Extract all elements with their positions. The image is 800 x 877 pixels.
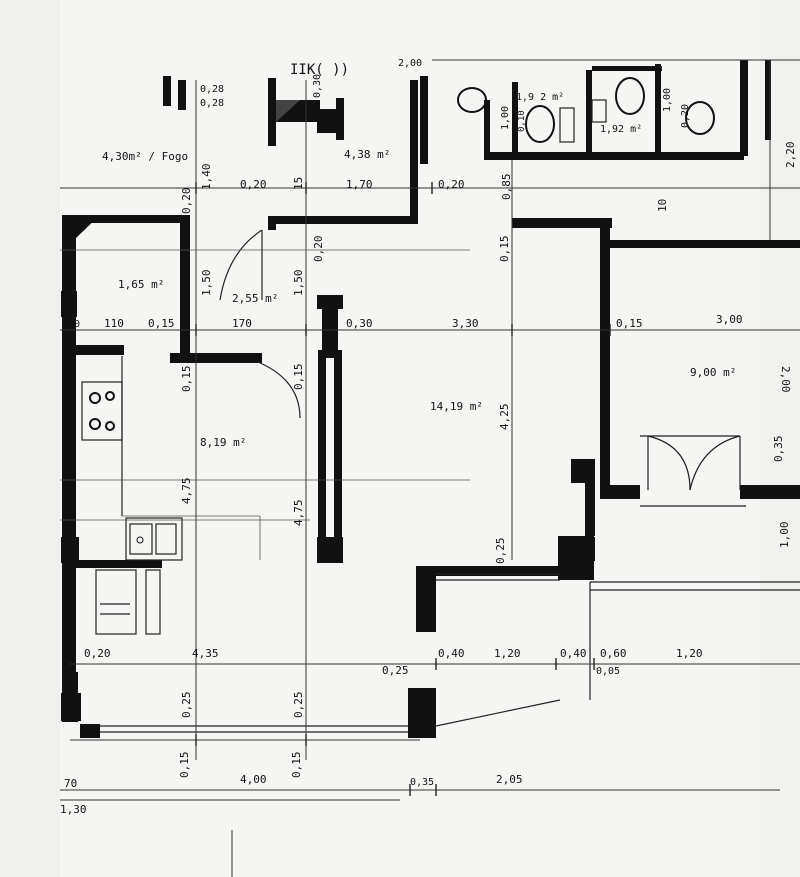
toilet-icon (685, 101, 715, 135)
dim-label: 0,20 (240, 178, 267, 191)
dim-label: 0,05 (596, 666, 620, 677)
door-arc-bedroom-right (689, 435, 741, 491)
dim-label: 0,25 (292, 692, 305, 719)
door-arc-hall (219, 229, 263, 301)
toilet-icon (615, 77, 645, 115)
dim-label: 15 (292, 177, 305, 190)
dim-label: 0,20 (180, 188, 193, 215)
room-area-wc1: 1,9 2 m² (516, 92, 564, 103)
dim-label: 0,35 (772, 436, 785, 463)
dim-label: 0,20 (438, 178, 465, 191)
dim-label: 2,20 (784, 142, 797, 169)
dim-label: 1,00 (662, 88, 673, 112)
room-area-fogo: 4,30m² / Fogo (102, 150, 188, 163)
dim-label: 0,20 (312, 236, 325, 263)
room-area-wc2: 1,92 m² (600, 124, 642, 135)
dim-label: 1,40 (200, 164, 213, 191)
dim-label: 4,75 (180, 478, 193, 505)
dim-label: 10 (656, 199, 669, 212)
appliance-icon (95, 569, 137, 635)
dim-label: 0,35 (410, 777, 434, 788)
dim-label: 0,15 (290, 752, 303, 779)
dim-label: 0,20 (84, 647, 111, 660)
dim-label: 4,75 (292, 500, 305, 527)
dim-label: 0,10 (517, 110, 527, 132)
dim-label: 4,00 (240, 773, 267, 786)
dim-label: 0,15 (178, 752, 191, 779)
vertical-dimension-labels: 0,30 1,00 0,10 1,00 0,20 2,20 1,40 0,20 … (178, 74, 797, 778)
dim-label: 170 (232, 317, 252, 330)
room-labels: 4,30m² / Fogo 4,38 m² 1,9 2 m² 1,92 m² 1… (102, 62, 736, 449)
room-area-hall-small: 1,65 m² (118, 278, 164, 291)
header-scrawl: IIK( )) (290, 62, 349, 78)
dim-label: 0,20 (680, 104, 691, 128)
room-area-kitchen: 8,19 m² (200, 436, 246, 449)
dim-label: 0,15 (498, 236, 511, 263)
dim-label: 110 (104, 317, 124, 330)
sink-icon (125, 517, 183, 561)
dim-label: 4,25 (498, 404, 511, 431)
dim-label: 0,40 (560, 647, 587, 660)
dim-label: 0,40 (438, 647, 465, 660)
room-area-living: 14,19 m² (430, 400, 483, 413)
dim-label: 0,15 (148, 317, 175, 330)
dim-label: 0,25 (494, 538, 507, 565)
dim-label: 1,50 (200, 270, 213, 297)
dim-label: 0,15 (180, 366, 193, 393)
room-area-bedroom: 9,00 m² (690, 366, 736, 379)
dim-label: 0,30 (312, 74, 323, 98)
dimension-lines (60, 59, 800, 877)
dim-label: 3,00 (716, 313, 743, 326)
toilet-icon (525, 105, 555, 143)
dim-label: 3,30 (452, 317, 479, 330)
dim-label: 4,35 (192, 647, 219, 660)
dim-label: 0,85 (500, 174, 513, 201)
dim-label: 0,25 (382, 664, 409, 677)
door-arc-bedroom-left (647, 435, 691, 491)
dim-label: 2,00 (398, 58, 422, 69)
dim-label: 1,50 (292, 270, 305, 297)
fixtures (81, 77, 800, 733)
dim-label: 1,20 (676, 647, 703, 660)
dim-label: 0,15 (292, 364, 305, 391)
dim-label: 0,28 (200, 98, 224, 109)
dim-label: 70 (64, 777, 77, 790)
toilet-icon (457, 87, 487, 113)
dim-label: 1,70 (346, 178, 373, 191)
dim-label: 1,00 (778, 522, 791, 549)
dimension-labels: 0,28 0,28 2,00 0,20 1,70 0,20 140 110 0,… (60, 58, 743, 816)
room-area-hall: 2,55 m² (232, 292, 278, 305)
dim-label: 1,00 (500, 106, 511, 130)
dim-label: 0,25 (180, 692, 193, 719)
dimension-ticks (195, 182, 611, 796)
dim-label: 0,28 (200, 84, 224, 95)
dim-label: 0,60 (600, 647, 627, 660)
dim-label: 2,05 (496, 773, 523, 786)
dim-label: 0,30 (346, 317, 373, 330)
dim-label: 1,20 (494, 647, 521, 660)
dim-label: 0,15 (616, 317, 643, 330)
dim-label: 140 (62, 319, 80, 330)
door-arc-kitchen (257, 361, 301, 419)
room-area-storage: 4,38 m² (344, 148, 390, 161)
dim-label: 2,00 (779, 366, 792, 393)
dim-label: 1,30 (60, 803, 87, 816)
